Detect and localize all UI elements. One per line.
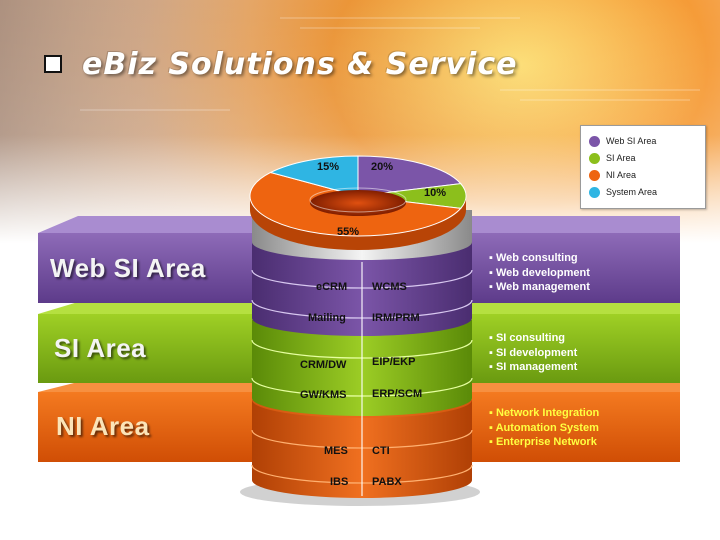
bullet-item: ▪ Network Integration [489,407,600,419]
cell-mailing: Mailing [308,312,346,324]
bullet-item: ▪ Automation System [489,421,599,434]
cell-eip-ekp: EIP/EKP [372,356,416,368]
cell-erp-scm: ERP/SCM [372,388,423,400]
cell-irm-prm: IRM/PRM [372,312,420,324]
ni-bullets: ▪ Network Integration ▪ Automation Syste… [489,406,599,450]
pie-slice-web-si [357,155,462,197]
bullet-item: ▪ Web development [489,266,590,279]
legend-label: System Area [606,187,658,197]
bullet-item: ▪ Web consulting [489,252,578,264]
cell-gw-kms: GW/KMS [300,389,347,401]
legend-item: System Area [589,185,657,199]
band-title-si: SI Area [54,333,147,363]
bullet-item: ▪ SI development [489,346,578,359]
legend-dot-icon [589,135,600,147]
si-bullets: ▪ SI consulting ▪ SI development ▪ SI ma… [489,331,577,375]
pie-label-si-area: 10% [424,187,447,199]
web-si-bullets: ▪ Web consulting ▪ Web development ▪ Web… [489,251,590,295]
cell-mes: MES [324,445,348,457]
checkbox-bullet-icon [44,55,62,73]
legend-dot-icon [589,169,600,181]
legend-dot-icon [589,152,600,164]
legend-dot-icon [589,186,600,198]
legend-label: SI Area [606,153,636,163]
bullet-item: ▪ SI consulting [489,332,566,344]
bullet-item: ▪ Web management [489,281,590,293]
pie-label-ni-area: 55% [337,226,360,238]
chart-legend: Web SI Area SI Area NI Area System Area [580,125,706,209]
pie-label-system-area: 15% [317,161,340,173]
legend-item: SI Area [589,151,636,165]
legend-label: NI Area [606,170,637,180]
cell-ibs: IBS [330,476,349,488]
bullet-item: ▪ Enterprise Network [489,436,597,448]
band-title-ni: NI Area [56,411,150,441]
pie-label-web-si-area: 20% [371,161,394,173]
cell-ecrm: eCRM [316,281,348,293]
legend-label: Web SI Area [606,136,657,146]
cell-pabx: PABX [372,476,402,488]
cell-cti: CTI [372,445,390,457]
legend-item: NI Area [589,168,636,182]
cell-wcms: WCMS [372,281,407,293]
cell-crm-dw: CRM/DW [300,359,347,371]
pie-slice-system [269,155,359,197]
bullet-item: ▪ SI management [489,361,578,373]
band-title-web-si: Web SI Area [50,253,206,283]
slide-title: eBiz Solutions & Service [82,46,518,82]
legend-item: Web SI Area [589,134,656,148]
slide-title-row: eBiz Solutions & Service [44,44,517,84]
